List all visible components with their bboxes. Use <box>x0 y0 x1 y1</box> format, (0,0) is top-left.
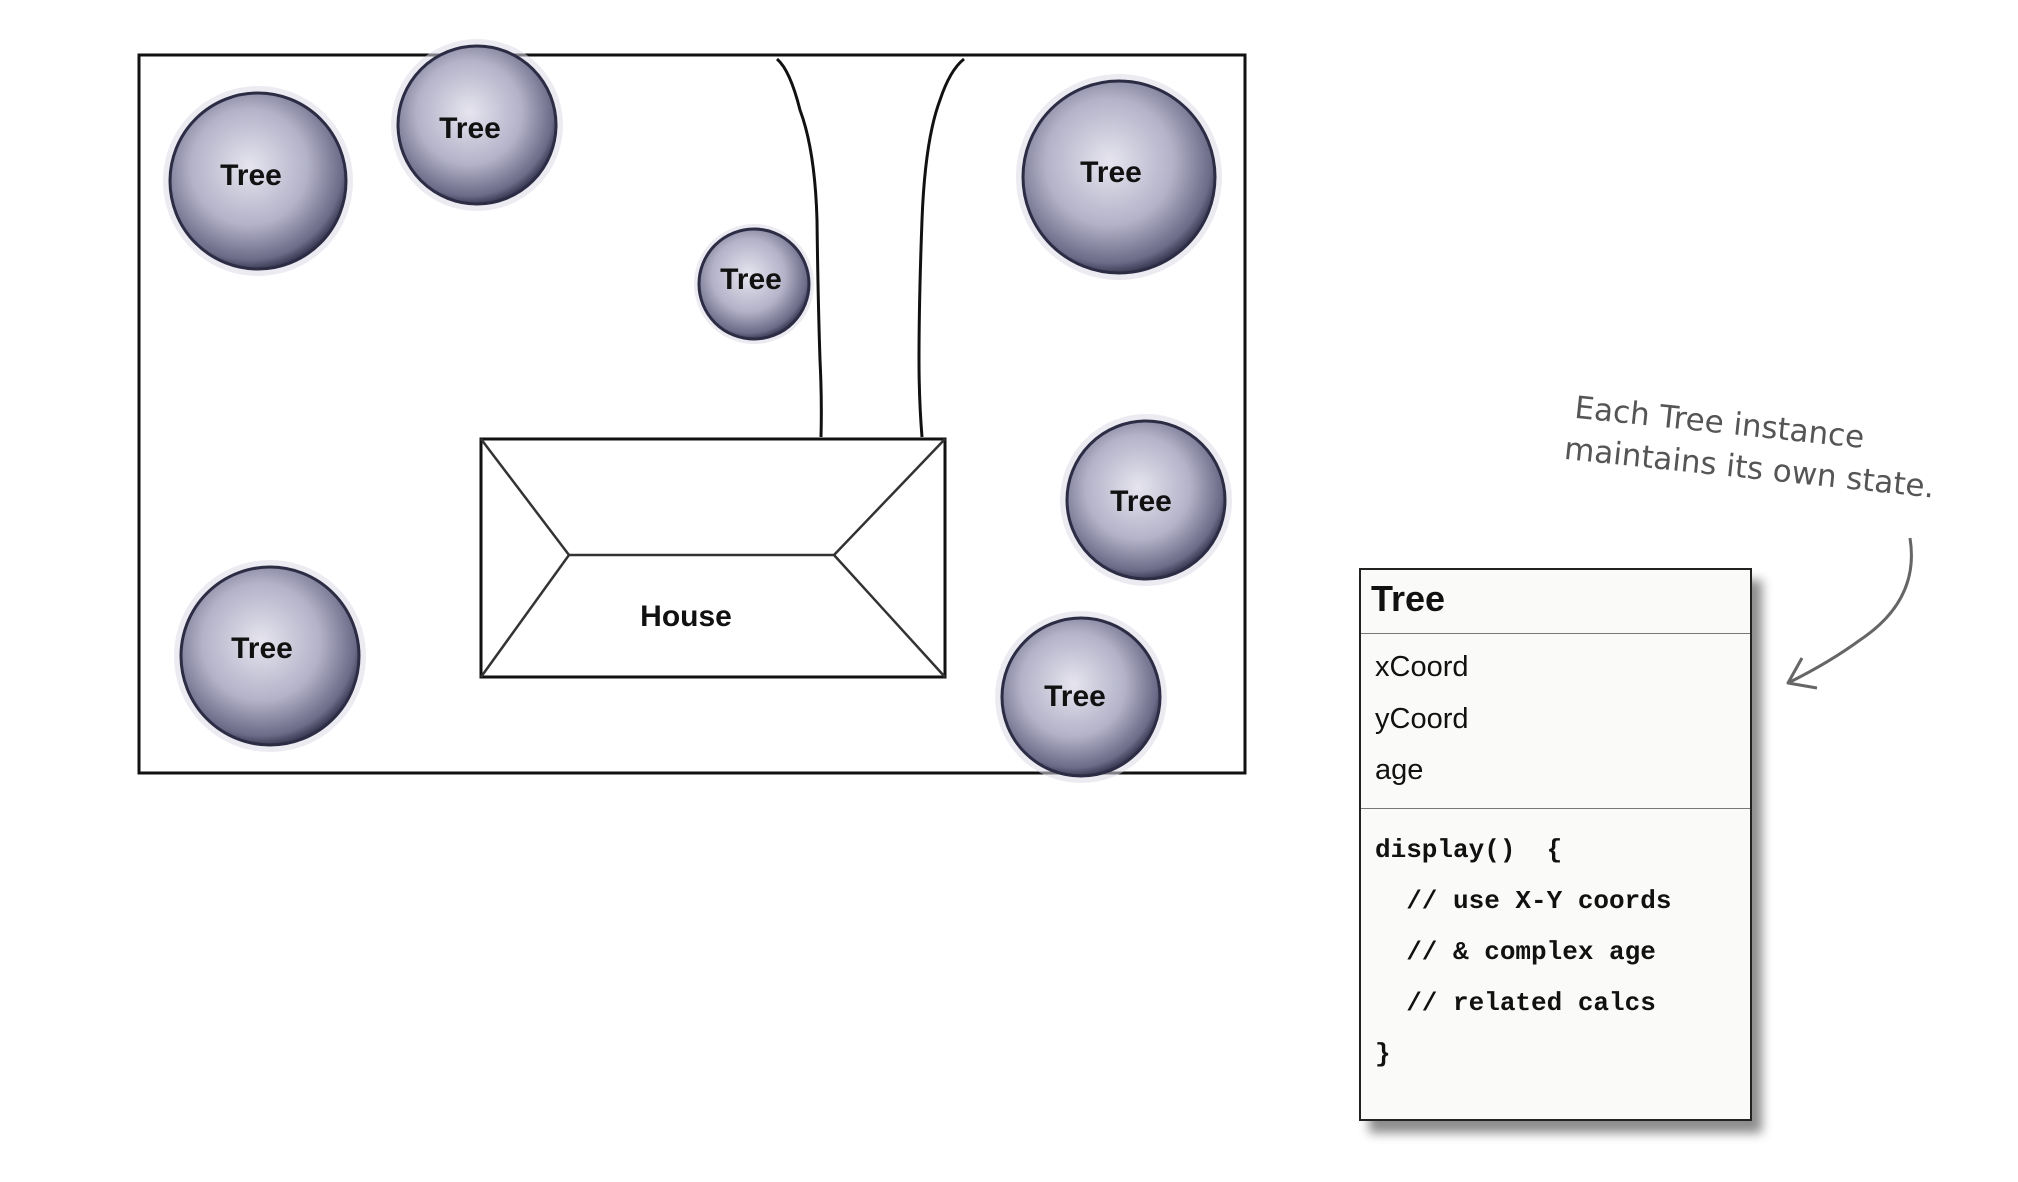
class-methods: display() { // use X-Y coords // & compl… <box>1361 809 1750 1088</box>
class-attributes: xCoord yCoord age <box>1361 634 1750 809</box>
tree-6: Tree <box>174 560 366 752</box>
attribute-ycoord: yCoord <box>1375 702 1469 735</box>
tree-2: Tree <box>391 39 563 211</box>
method-line: display() { <box>1375 835 1563 865</box>
driveway-right-edge <box>917 57 965 438</box>
house: House <box>479 437 947 679</box>
house-label: House <box>640 600 732 633</box>
tree-3: Tree <box>694 224 814 344</box>
tree-class-box: Tree xCoord yCoord age display() { // us… <box>1359 568 1752 1121</box>
annotation: Each Tree instance maintains its own sta… <box>1563 390 1937 506</box>
tree-4: Tree <box>1016 74 1222 280</box>
tree-7: Tree <box>995 611 1167 783</box>
tree-label: Tree <box>231 632 293 665</box>
tree-5: Tree <box>1060 414 1232 586</box>
tree-label: Tree <box>439 112 501 145</box>
class-name: Tree <box>1361 570 1750 634</box>
tree-label: Tree <box>220 159 282 192</box>
tree-label: Tree <box>1110 485 1172 518</box>
attribute-xcoord: xCoord <box>1375 651 1469 683</box>
tree-label: Tree <box>720 263 782 296</box>
tree-1: Tree <box>163 86 353 276</box>
method-line: // use X-Y coords <box>1375 886 1672 916</box>
yard-boundary <box>137 53 1247 775</box>
method-line: // & complex age <box>1375 937 1656 967</box>
tree-label: Tree <box>1044 680 1106 713</box>
annotation-arrow <box>1789 537 1913 684</box>
method-line: // related calcs <box>1375 988 1656 1018</box>
attribute-age: age <box>1375 754 1424 786</box>
tree-label: Tree <box>1080 156 1142 189</box>
method-line: } <box>1375 1039 1391 1069</box>
driveway-left-edge <box>775 57 823 438</box>
annotation-arrowhead <box>1786 657 1818 690</box>
